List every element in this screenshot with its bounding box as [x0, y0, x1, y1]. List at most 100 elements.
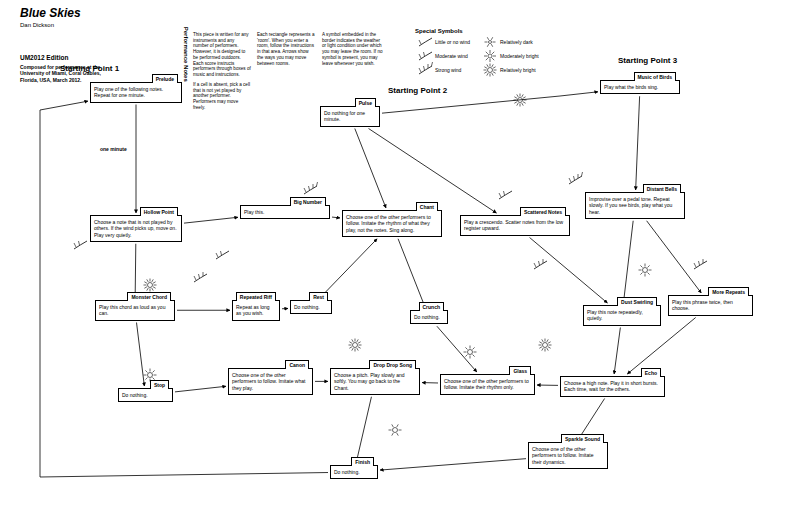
room-text: Choose a note that is not played by othe…: [94, 219, 178, 238]
connector: [184, 217, 238, 223]
light-symbol: [484, 64, 497, 77]
room-text: Do nothing.: [294, 304, 328, 310]
room-text: Play this.: [244, 209, 326, 215]
connector: [136, 105, 137, 214]
legend-text: Strong wind: [435, 67, 461, 73]
room-title: Dust Swirling: [617, 297, 657, 306]
legend-text: Moderately bright: [500, 53, 539, 59]
connector: [398, 239, 425, 308]
room-title: Pulse: [355, 98, 376, 107]
wind-symbol: [534, 259, 547, 269]
label: Special Symbols: [415, 28, 495, 36]
room-text: Improvise over a pedal tone. Repeat slow…: [589, 196, 681, 215]
room-text: Do nothing.: [122, 392, 169, 398]
room-title: Canon: [285, 360, 309, 369]
connector: [636, 96, 640, 190]
label: Performance Notes: [181, 27, 189, 97]
room-text: Choose a pitch. Play slowly and softly. …: [334, 372, 416, 391]
connector: [175, 386, 226, 392]
room-text: Play a crescendo. Scatter notes from the…: [464, 219, 566, 232]
connector: [332, 217, 340, 219]
room-box: Big NumberPlay this.: [240, 205, 330, 219]
room-title: Big Number: [290, 197, 326, 206]
room-box: ChantChoose one of the other performers …: [342, 210, 442, 237]
room-box: More RepeatsPlay this phrase twice, then…: [668, 295, 753, 316]
label: Starting Point 2: [388, 86, 468, 96]
wind-symbol: [194, 272, 207, 282]
light-symbol: [485, 37, 496, 47]
room-title: Scattered Notes: [520, 207, 566, 216]
light-symbol: [144, 279, 157, 292]
room-box: Music of BirdsPlay what the birds sing.: [600, 80, 680, 94]
light-symbol: [484, 50, 496, 62]
label: Starting Point 1: [60, 64, 150, 74]
room-box: PulseDo nothing for one minute.: [320, 106, 380, 127]
connector: [320, 239, 377, 298]
connector: [177, 310, 230, 311]
title: Blue Skies: [20, 6, 81, 20]
room-title: Finish: [351, 457, 374, 466]
room-text: Choose a high note. Play it in short bur…: [564, 380, 661, 393]
room-box: CanonChoose one of the other performers …: [228, 368, 313, 395]
room-title: Hollow Point: [140, 207, 178, 216]
label: A symbol embedded in the border indicate…: [322, 32, 384, 66]
room-title: Distant Bells: [643, 184, 681, 193]
light-symbol: [464, 346, 477, 359]
connector: [355, 129, 386, 209]
room-title: More Repeats: [708, 287, 749, 296]
room-title: Glass: [509, 366, 531, 375]
connector: [137, 323, 145, 387]
room-box: Monster ChordPlay this chord as loud as …: [95, 300, 175, 321]
connector: [530, 238, 608, 304]
room-text: Play this phrase twice, then choose.: [672, 299, 749, 312]
room-text: Do nothing.: [414, 314, 444, 320]
room-text: Play what the birds sing.: [604, 84, 676, 90]
wind-symbol: [419, 62, 433, 74]
room-box: CrunchDo nothing.: [410, 310, 448, 324]
room-box: StopDo nothing.: [118, 388, 173, 402]
connector: [282, 308, 288, 309]
room-box: Hollow PointChoose a note that is not pl…: [90, 215, 182, 242]
room-title: Rest: [309, 292, 328, 301]
connector: [135, 244, 137, 298]
light-symbol: [539, 339, 552, 352]
label: Dan Dickson: [20, 22, 100, 30]
label: Each rectangle represents a 'room'. When…: [257, 32, 315, 66]
room-box: EchoChoose a high note. Play it in short…: [560, 376, 665, 397]
connector: [422, 382, 438, 383]
wind-symbol: [419, 38, 432, 46]
room-box: Scattered NotesPlay a crescendo. Scatter…: [460, 215, 570, 236]
connector: [356, 397, 371, 463]
room-title: Prelude: [152, 74, 178, 83]
room-text: Do nothing.: [334, 469, 374, 475]
wind-symbol: [499, 191, 512, 199]
label: one minute: [100, 146, 140, 152]
legend-text: Little or no wind: [435, 39, 470, 45]
room-title: Drop Drop Song: [369, 360, 416, 369]
room-box: RestDo nothing.: [290, 300, 332, 314]
label: UM2012 Edition: [20, 54, 100, 62]
room-text: Do nothing for one minute.: [324, 110, 376, 123]
connector: [369, 129, 497, 214]
connector: [380, 459, 526, 470]
room-box: Dust SwirlingPlay this note repeatedly, …: [583, 305, 661, 326]
room-title: Crunch: [419, 302, 445, 311]
room-box: Distant BellsImprovise over a pedal tone…: [585, 192, 685, 219]
legend-text: Relatively dark: [500, 39, 533, 45]
connector: [437, 326, 477, 372]
connector: [537, 385, 558, 386]
room-title: Music of Birds: [634, 72, 676, 81]
legend-text: Relatively bright: [500, 67, 536, 73]
room-title: Echo: [641, 368, 661, 377]
room-box: GlassChoose one of the other performers …: [440, 374, 535, 395]
room-text: Play this note repeatedly, quietly.: [587, 309, 657, 322]
label: Starting Point 3: [618, 56, 698, 66]
light-symbol: [639, 264, 652, 277]
light-symbol: [349, 339, 362, 352]
room-title: Sparkle Sound: [561, 434, 604, 443]
connector: [614, 328, 620, 375]
room-text: Repeat as long as you wish.: [236, 304, 276, 317]
